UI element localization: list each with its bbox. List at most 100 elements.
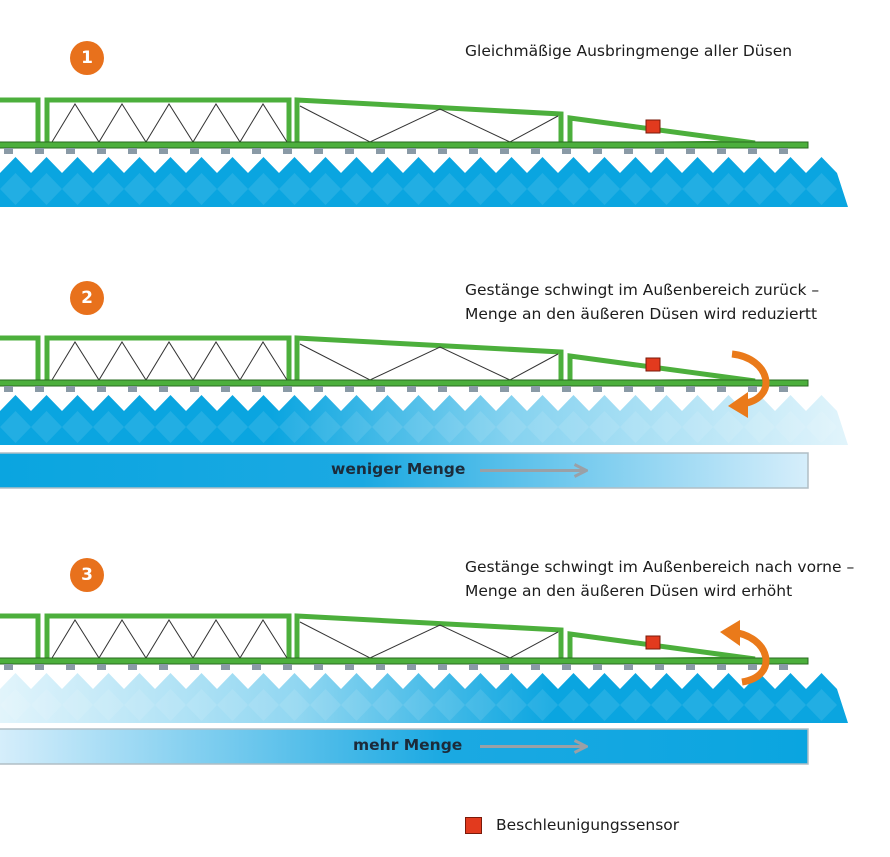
nozzle xyxy=(66,386,75,392)
nozzle xyxy=(314,386,323,392)
step-badge-2: 2 xyxy=(70,281,104,315)
nozzle xyxy=(438,664,447,670)
boom-assembly-3 xyxy=(0,613,848,723)
nozzle xyxy=(531,386,540,392)
nozzle xyxy=(252,148,261,154)
quantity-bar-label-3: mehr Menge xyxy=(353,736,463,754)
step-badge-3: 3 xyxy=(70,558,104,592)
quantity-bar-increasing xyxy=(0,728,809,765)
boom-frame xyxy=(0,613,809,665)
nozzle xyxy=(469,664,478,670)
nozzle xyxy=(748,386,757,392)
nozzle-row xyxy=(4,148,788,154)
nozzle xyxy=(221,664,230,670)
nozzle xyxy=(655,148,664,154)
nozzle xyxy=(4,386,13,392)
nozzle xyxy=(469,386,478,392)
nozzle xyxy=(438,148,447,154)
nozzle xyxy=(35,664,44,670)
nozzle xyxy=(97,148,106,154)
caption-panel-3: Gestänge schwingt im Außenbereich nach v… xyxy=(465,555,854,603)
boom-assembly-2 xyxy=(0,335,848,445)
nozzle xyxy=(221,148,230,154)
nozzle xyxy=(438,386,447,392)
spray-pattern xyxy=(0,395,848,445)
nozzle xyxy=(159,386,168,392)
nozzle xyxy=(66,664,75,670)
legend: Beschleunigungssensor xyxy=(465,816,679,834)
nozzle xyxy=(283,148,292,154)
nozzle xyxy=(4,664,13,670)
nozzle xyxy=(66,148,75,154)
quantity-bar-label-2: weniger Menge xyxy=(331,460,466,478)
nozzle xyxy=(345,664,354,670)
nozzle xyxy=(97,386,106,392)
caption-line: Menge an den äußeren Düsen wird erhöht xyxy=(465,582,793,600)
caption-line: Gestänge schwingt im Außenbereich zurück… xyxy=(465,281,820,299)
nozzle xyxy=(686,148,695,154)
nozzle xyxy=(407,386,416,392)
step-badge-1: 1 xyxy=(70,41,104,75)
nozzle xyxy=(469,148,478,154)
nozzle xyxy=(128,664,137,670)
nozzle xyxy=(779,386,788,392)
nozzle xyxy=(4,148,13,154)
nozzle xyxy=(283,664,292,670)
caption-line: Gestänge schwingt im Außenbereich nach v… xyxy=(465,558,855,576)
nozzle xyxy=(407,664,416,670)
nozzle xyxy=(376,386,385,392)
nozzle xyxy=(624,664,633,670)
boom-frame xyxy=(0,97,809,149)
caption-line: Gleichmäßige Ausbringmenge aller Düsen xyxy=(465,42,793,60)
nozzle xyxy=(252,386,261,392)
nozzle xyxy=(314,148,323,154)
nozzle-row xyxy=(4,664,788,670)
nozzle xyxy=(748,148,757,154)
nozzle xyxy=(190,148,199,154)
nozzle xyxy=(407,148,416,154)
sensor-legend-label: Beschleunigungssensor xyxy=(496,816,680,834)
boom-frame xyxy=(0,335,809,387)
nozzle xyxy=(748,664,757,670)
nozzle xyxy=(593,148,602,154)
nozzle xyxy=(624,386,633,392)
nozzle xyxy=(717,386,726,392)
nozzle xyxy=(562,664,571,670)
nozzle xyxy=(159,148,168,154)
nozzle xyxy=(562,148,571,154)
nozzle xyxy=(593,386,602,392)
nozzle xyxy=(314,664,323,670)
caption-panel-1: Gleichmäßige Ausbringmenge aller Düsen xyxy=(465,39,792,63)
acceleration-sensor xyxy=(645,119,661,134)
nozzle xyxy=(500,386,509,392)
nozzle xyxy=(686,664,695,670)
nozzle xyxy=(35,386,44,392)
nozzle xyxy=(686,386,695,392)
boom-motion-arrow-icon xyxy=(720,620,770,686)
nozzle-row xyxy=(4,386,788,392)
nozzle xyxy=(500,148,509,154)
acceleration-sensor xyxy=(645,357,661,372)
caption-panel-2: Gestänge schwingt im Außenbereich zurück… xyxy=(465,278,819,326)
nozzle xyxy=(252,664,261,670)
nozzle xyxy=(345,386,354,392)
nozzle xyxy=(376,664,385,670)
nozzle xyxy=(345,148,354,154)
nozzle xyxy=(655,664,664,670)
boom-motion-arrow-icon xyxy=(728,350,770,418)
sensor-legend-swatch xyxy=(465,816,482,834)
nozzle xyxy=(97,664,106,670)
nozzle xyxy=(376,148,385,154)
nozzle xyxy=(717,148,726,154)
nozzle xyxy=(500,664,509,670)
nozzle xyxy=(779,664,788,670)
nozzle xyxy=(221,386,230,392)
nozzle xyxy=(128,386,137,392)
nozzle xyxy=(35,148,44,154)
spray-pattern xyxy=(0,157,848,207)
nozzle xyxy=(717,664,726,670)
nozzle xyxy=(562,386,571,392)
nozzle xyxy=(655,386,664,392)
